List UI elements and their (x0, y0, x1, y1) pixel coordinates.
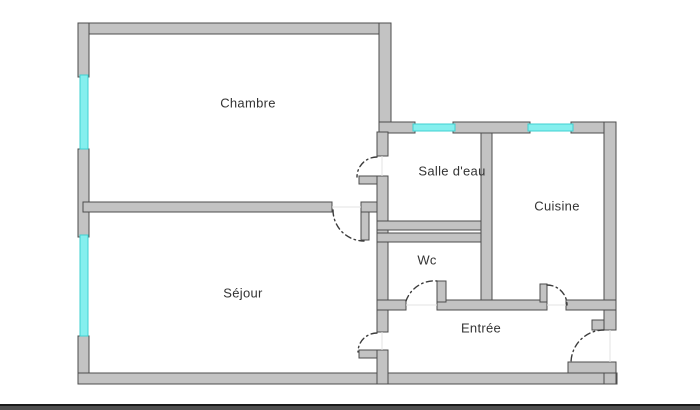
room-label-wc: Wc (417, 253, 437, 268)
window-top-left (412, 123, 456, 132)
chambre-sejour-wall (82, 201, 333, 213)
bottom-bar-body (0, 406, 700, 410)
entree-top-wall-b (436, 299, 548, 311)
room-label-chambre: Chambre (220, 96, 276, 111)
bottom-bar-edge (0, 404, 700, 406)
entry-door-arc (570, 329, 605, 364)
outer-top-wall (77, 22, 392, 35)
outer-right-wall-upper (603, 121, 617, 331)
window-top-right (527, 123, 574, 132)
wc-door-leaf (436, 280, 447, 303)
window-left-upper (79, 74, 89, 150)
mid-wall-upper (376, 131, 389, 157)
chambre-sejour-door-arc (332, 209, 365, 242)
right-top-wall-b (452, 121, 531, 134)
bottom-bar (0, 404, 700, 410)
salle-deau-door-arc (356, 156, 378, 178)
chambre-sejour-door-leaf (360, 211, 370, 241)
door-arcs-layer (332, 156, 605, 364)
right-top-wall-a (378, 121, 416, 134)
cuisine-left-wall (480, 132, 493, 311)
sejour-entree-door-arc (357, 332, 378, 353)
room-label-salle-deau: Salle d'eau (418, 164, 485, 179)
salle-deau-bottom-wall (376, 220, 493, 231)
sejour-entree-door-leaf (358, 349, 378, 359)
chambre-right-wall (378, 22, 392, 133)
windows-layer (79, 74, 574, 337)
door-leaves-layer (358, 175, 548, 359)
outer-left-wall-upper (77, 22, 90, 78)
room-label-sejour: Séjour (223, 286, 263, 301)
cuisine-door-leaf (539, 283, 548, 303)
entry-door-jamb (567, 361, 617, 374)
salle-deau-door-leaf (358, 175, 378, 185)
entree-top-wall-a (376, 299, 407, 311)
entree-top-wall-c (565, 299, 617, 311)
walls-layer (77, 22, 618, 385)
room-label-entree: Entrée (461, 321, 501, 336)
cuisine-door-arc (546, 284, 568, 306)
wc-top-wall (376, 232, 493, 243)
mid-wall-lower (376, 349, 389, 385)
room-label-cuisine: Cuisine (534, 199, 579, 214)
thresholds-layer (332, 156, 611, 362)
window-left-lower (79, 234, 89, 337)
outer-bottom-wall (77, 372, 618, 385)
outer-left-wall-middle (77, 148, 90, 238)
wc-door-arc (405, 280, 438, 302)
entry-door-stub (591, 319, 605, 331)
